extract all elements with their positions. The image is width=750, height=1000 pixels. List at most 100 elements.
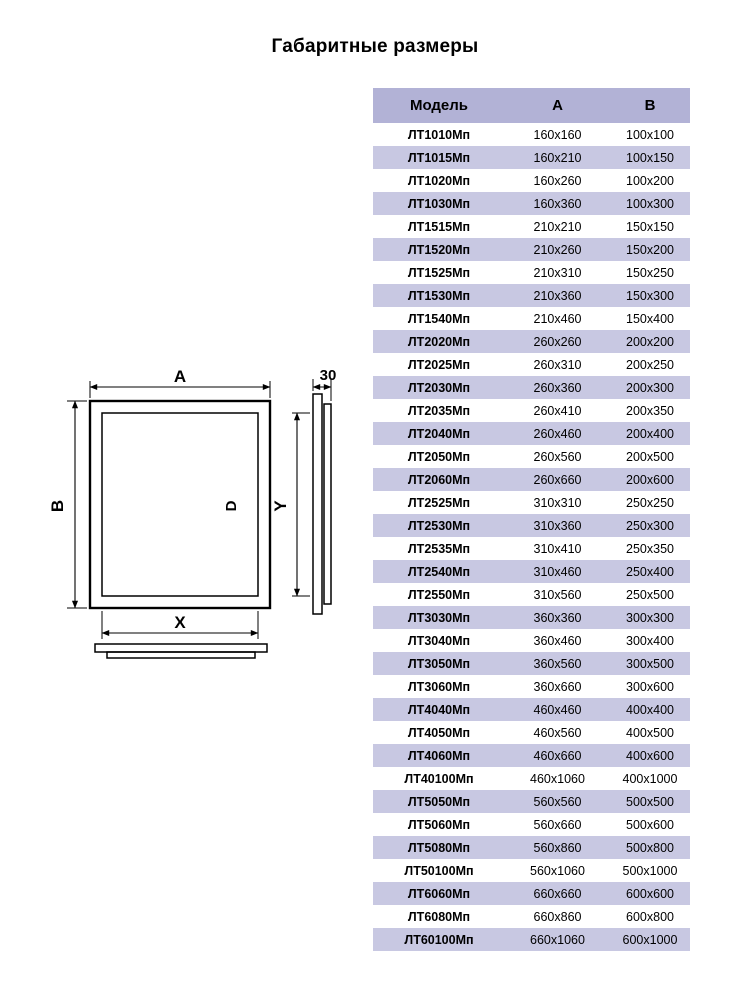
dim-a-cell: 160x160 [533, 127, 582, 142]
model-cell: ЛТ2050Мп [407, 449, 471, 464]
model-cell: ЛТ1515Мп [407, 219, 471, 234]
dim-a-cell: 660x660 [533, 886, 582, 901]
dim-b-cell: 200x200 [626, 334, 674, 349]
dim-b-cell: 400x600 [626, 748, 674, 763]
dim-a-cell: 210x360 [533, 288, 582, 303]
latch-handle-icon: D [223, 500, 240, 511]
model-cell: ЛТ4060Мп [407, 748, 471, 763]
dim-b-cell: 600x1000 [622, 932, 678, 947]
dim-a-cell: 260x460 [533, 426, 582, 441]
dim-b-cell: 150x200 [626, 242, 674, 257]
page-title: Габаритные размеры [271, 36, 479, 57]
table-row: ЛТ1010Мп 160x160 100x100 [373, 123, 690, 146]
table-row: ЛТ1530Мп 210x360 150x300 [373, 284, 690, 307]
dim-b-cell: 400x400 [626, 702, 674, 717]
dim-a: A [89, 367, 271, 398]
model-cell: ЛТ2040Мп [407, 426, 471, 441]
dim-depth: 30 [312, 367, 337, 401]
dim-b-cell: 300x500 [626, 656, 674, 671]
dim-b-cell: 100x100 [626, 127, 674, 142]
dim-b-cell: 250x400 [626, 564, 674, 579]
table-row: ЛТ1020Мп 160x260 100x200 [373, 169, 690, 192]
dim-a-cell: 260x260 [533, 334, 582, 349]
dim-b-cell: 100x200 [626, 173, 674, 188]
dim-a-cell: 260x660 [533, 472, 582, 487]
dim-b-label: B [48, 500, 67, 512]
model-cell: ЛТ2035Мп [407, 403, 471, 418]
dim-b-cell: 500x500 [626, 794, 674, 809]
model-cell: ЛТ2535Мп [407, 541, 471, 556]
dim-b-cell: 600x600 [626, 886, 674, 901]
dim-b-cell: 150x250 [626, 265, 674, 280]
dim-b-cell: 250x300 [626, 518, 674, 533]
dim-a-cell: 660x1060 [530, 932, 585, 947]
model-cell: ЛТ1520Мп [407, 242, 471, 257]
dim-b-cell: 150x300 [626, 288, 674, 303]
model-cell: ЛТ3050Мп [407, 656, 471, 671]
dim-a-cell: 560x560 [533, 794, 582, 809]
dim-a-cell: 210x310 [533, 265, 582, 280]
table-row: ЛТ2020Мп 260x260 200x200 [373, 330, 690, 353]
dim-x: X [101, 611, 259, 639]
dim-a-cell: 260x410 [533, 403, 582, 418]
bottom-profile-outer [94, 643, 268, 653]
dim-a-cell: 560x660 [533, 817, 582, 832]
model-cell: ЛТ50100Мп [404, 863, 474, 878]
dim-a-cell: 310x360 [533, 518, 582, 533]
model-cell: ЛТ1530Мп [407, 288, 471, 303]
dim-a-cell: 260x360 [533, 380, 582, 395]
table-row: ЛТ1525Мп 210x310 150x250 [373, 261, 690, 284]
model-cell: ЛТ6080Мп [407, 909, 471, 924]
door-panel [101, 412, 259, 597]
dim-depth-label: 30 [320, 367, 337, 384]
model-cell: ЛТ2020Мп [407, 334, 471, 349]
dim-a-cell: 560x860 [533, 840, 582, 855]
dim-a-cell: 210x460 [533, 311, 582, 326]
profile-frame-strip [312, 393, 323, 615]
model-cell: ЛТ5080Мп [407, 840, 471, 855]
dim-a-cell: 310x410 [533, 541, 582, 556]
table-header-row: Модель А В [373, 88, 690, 123]
dim-a-cell: 360x660 [533, 679, 582, 694]
front-view: D [88, 399, 272, 610]
model-cell: ЛТ2550Мп [407, 587, 471, 602]
profile-door-strip [323, 403, 332, 605]
dim-b: B [48, 400, 87, 609]
dim-a-cell: 660x860 [533, 909, 582, 924]
dim-a-cell: 160x260 [533, 173, 582, 188]
dim-b-cell: 300x600 [626, 679, 674, 694]
model-cell: ЛТ2030Мп [407, 380, 471, 395]
dim-b-cell: 500x600 [626, 817, 674, 832]
dim-x-label: X [174, 613, 186, 632]
dim-b-cell: 400x500 [626, 725, 674, 740]
model-cell: ЛТ2025Мп [407, 357, 471, 372]
model-cell: ЛТ1030Мп [407, 196, 471, 211]
model-cell: ЛТ1010Мп [407, 127, 471, 142]
model-cell: ЛТ2525Мп [407, 495, 471, 510]
bottom-profile-view [94, 643, 268, 659]
model-cell: ЛТ1020Мп [407, 173, 471, 188]
model-cell: ЛТ1525Мп [407, 265, 471, 280]
dim-y-label: Y [271, 500, 290, 512]
dim-b-cell: 200x350 [626, 403, 674, 418]
model-cell: ЛТ1540Мп [407, 311, 471, 326]
dim-b-cell: 150x400 [626, 311, 674, 326]
table-row: ЛТ1540Мп 210x460 150x400 [373, 307, 690, 330]
model-cell: ЛТ3060Мп [407, 679, 471, 694]
